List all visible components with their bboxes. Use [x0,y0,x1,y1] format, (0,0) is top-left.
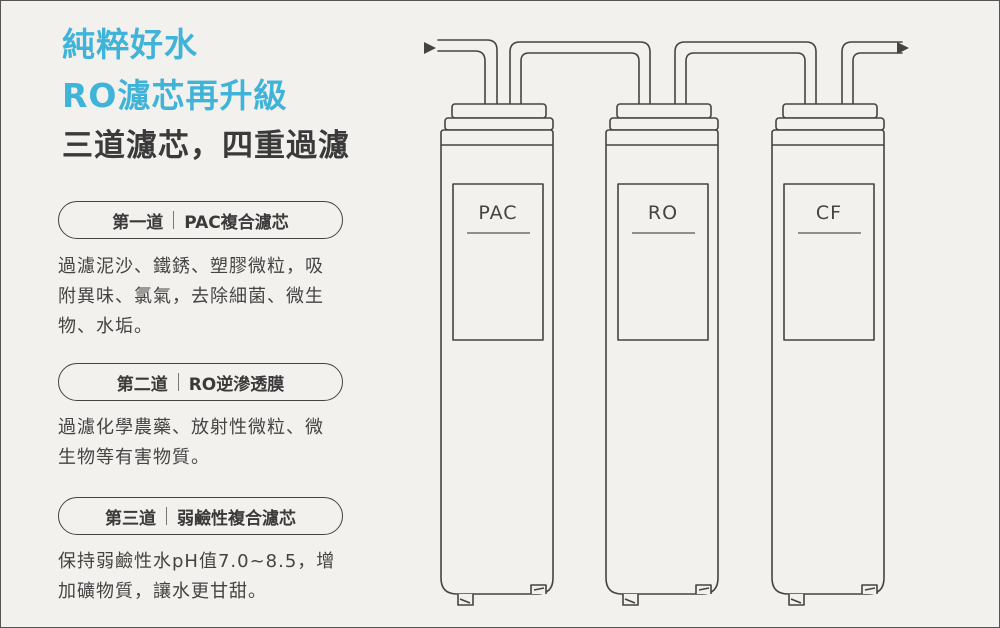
headline-line-2: RO濾芯再升級 [62,76,288,115]
stage-3-desc-line: 保持弱鹼性水pH值7.0~8.5，增 [58,551,336,572]
stage-2-divider [177,373,179,391]
filter-canister-cf [771,103,885,606]
stage-2-step: 第二道 [116,374,168,395]
inlet-arrow-icon [424,42,436,54]
filter-label-cf: CF [816,202,842,224]
filter-label-pac: PAC [478,202,517,224]
stage-2-desc-line: 生物等有害物質。 [58,447,210,468]
stage-3-description: 保持弱鹼性水pH值7.0~8.5，增 加礦物質，讓水更甘甜。 [58,547,358,607]
stage-3-name: 弱鹼性複合濾芯 [177,508,296,529]
stage-2-desc-line: 過濾化學農藥、放射性微粒、微 [58,417,324,438]
stage-2-name: RO逆滲透膜 [188,374,285,395]
stage-3-desc-line: 加礦物質，讓水更甘甜。 [58,581,267,602]
stage-1-description: 過濾泥沙、鐵銹、塑膠微粒，吸 附異味、氯氣，去除細菌、微生 物、水垢。 [58,252,358,342]
stage-3-divider [166,507,167,525]
stage-3-pill: 第三道 弱鹼性複合濾芯 [58,497,343,535]
inlet-pipe [437,39,498,105]
filter-canister-pac [440,103,554,606]
filter-label-ro: RO [648,202,678,224]
connector-pipe-2 [674,41,817,105]
connector-pipe-1 [509,41,651,105]
filter-canister-ro [605,103,719,606]
stage-1-desc-line: 過濾泥沙、鐵銹、塑膠微粒，吸 [58,256,324,277]
stage-1-desc-line: 附異味、氯氣，去除細菌、微生 [58,286,324,307]
stage-1-pill: 第一道 PAC複合濾芯 [58,201,343,239]
stage-2-pill: 第二道 RO逆滲透膜 [58,363,343,401]
outlet-pipe [841,41,903,105]
stage-1-divider [173,211,175,229]
stage-3-step: 第三道 [105,508,156,529]
stage-1-name: PAC複合濾芯 [184,212,289,233]
headline-line-3: 三道濾芯，四重過濾 [62,128,350,164]
stage-2-description: 過濾化學農藥、放射性微粒、微 生物等有害物質。 [58,413,358,473]
stage-1-step: 第一道 [112,212,164,233]
stage-1-desc-line: 物、水垢。 [58,316,153,337]
outlet-arrow-icon [897,42,909,54]
headline-line-1: 純粹好水 [62,25,198,64]
